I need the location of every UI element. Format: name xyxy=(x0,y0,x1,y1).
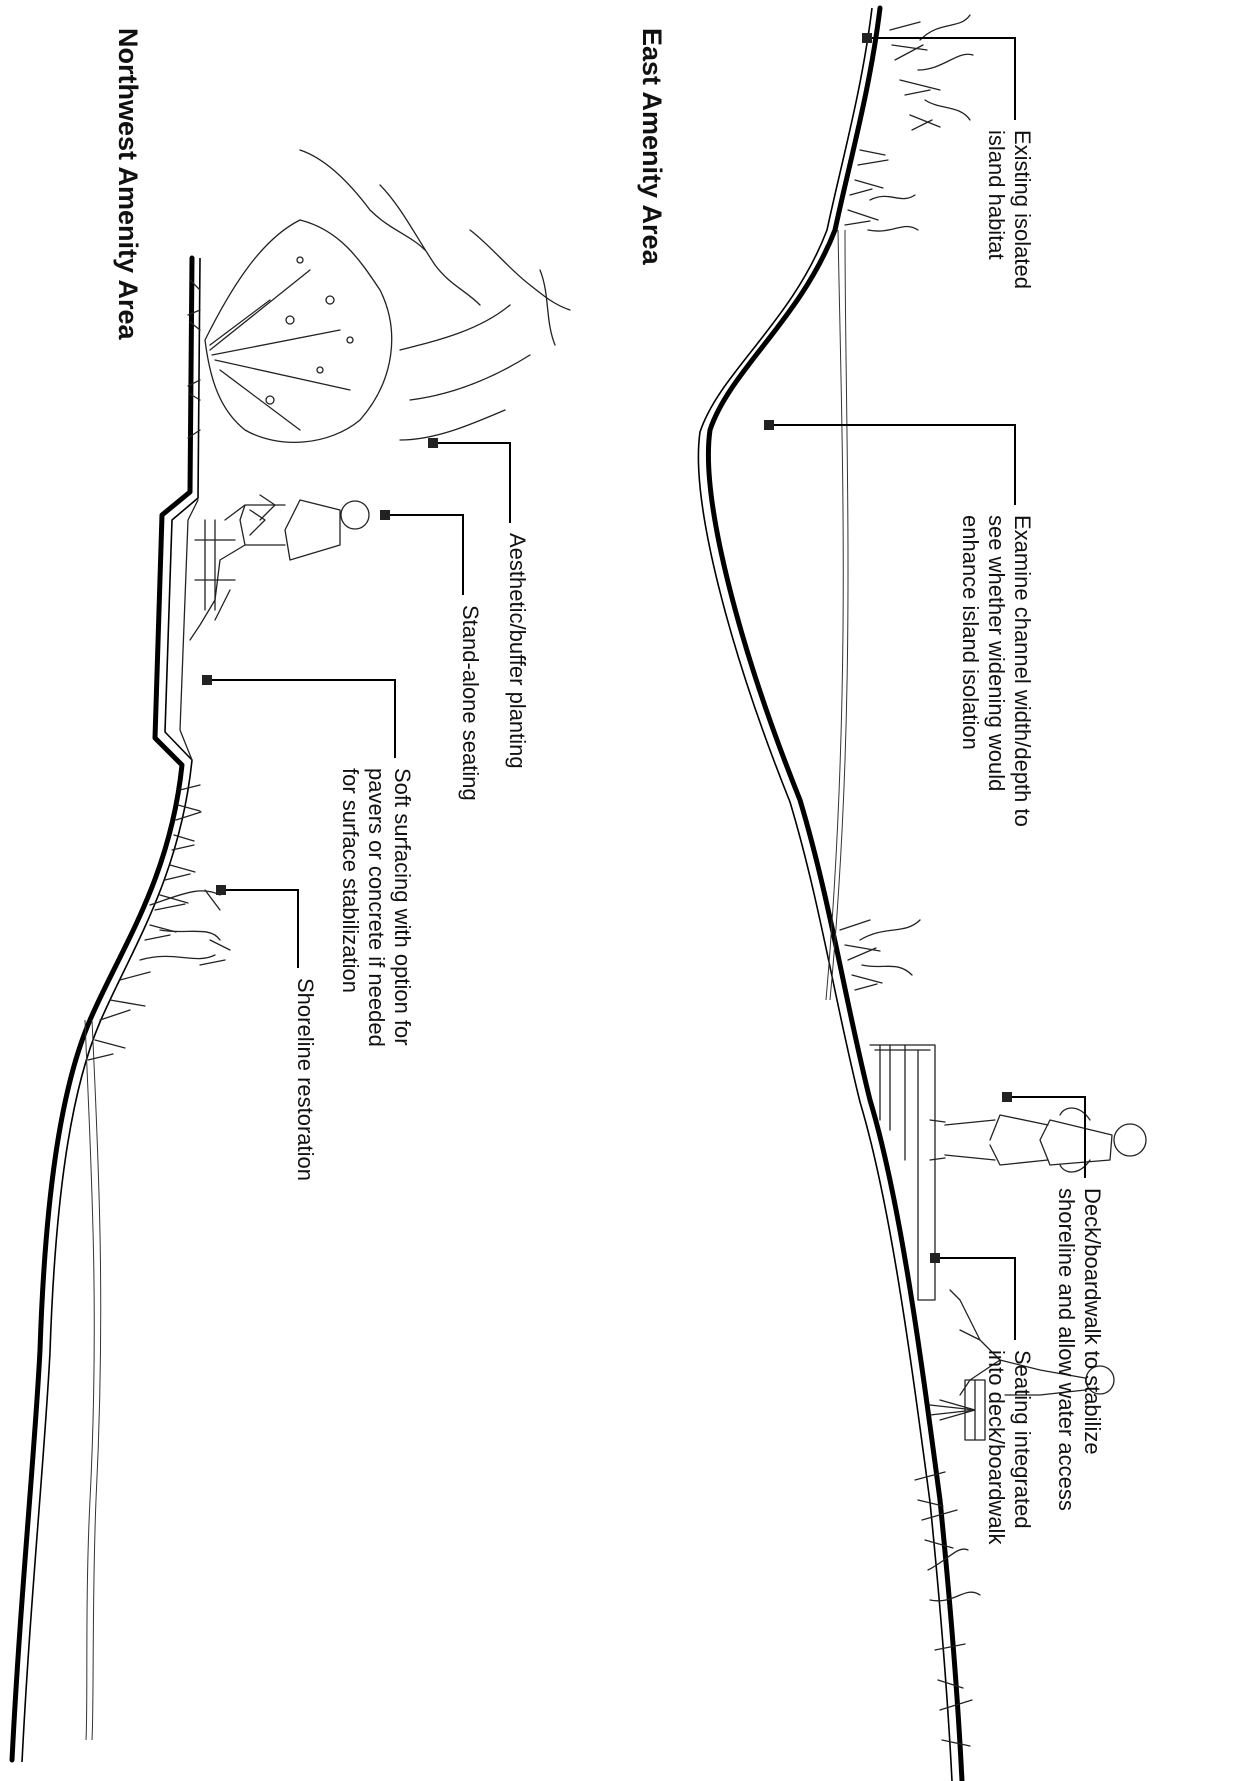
northwest-amenity-section: Aesthetic/buffer planting Stand-alone se… xyxy=(12,28,570,1762)
callout-text: into deck/boardwalk xyxy=(984,1350,1009,1545)
callout-text: Shoreline restoration xyxy=(293,978,318,1181)
section-title-northwest: Northwest Amenity Area xyxy=(113,28,143,341)
northwest-buffer-shrubs xyxy=(300,150,570,440)
northwest-seat-and-person xyxy=(190,495,369,640)
northwest-paving xyxy=(180,500,198,760)
section-title-east: East Amenity Area xyxy=(637,28,667,266)
east-island-grass xyxy=(845,15,973,231)
callout-text: enhance island isolation xyxy=(958,515,983,750)
east-water-line-2 xyxy=(826,230,843,1000)
callout-text: Soft surfacing with option for xyxy=(390,768,415,1046)
callout-text: Aesthetic/buffer planting xyxy=(505,533,530,769)
northwest-ground-line-inner xyxy=(22,258,200,1762)
northwest-water-line-2 xyxy=(92,1020,101,1740)
east-callout-deck-seating: Seating integrated into deck/boardwalk xyxy=(930,1253,1035,1545)
east-callout-channel-width: Examine channel width/depth to see wheth… xyxy=(764,420,1035,827)
callout-text: Seating integrated xyxy=(1010,1350,1035,1529)
east-water-line xyxy=(830,230,848,1000)
callout-text: shoreline and allow water access xyxy=(1054,1188,1079,1511)
east-ground-line xyxy=(708,8,962,1781)
callout-text: Stand-alone seating xyxy=(458,605,483,801)
northwest-tree xyxy=(188,220,392,442)
east-bank-grass xyxy=(840,920,920,990)
east-deck-seat xyxy=(930,1380,985,1440)
northwest-callout-shoreline-restoration: Shoreline restoration xyxy=(216,885,318,1181)
east-callout-island-habitat: Existing isolated island habitat xyxy=(862,33,1035,289)
callout-text: Deck/boardwalk to stabilize xyxy=(1080,1188,1105,1455)
northwest-ground-line xyxy=(12,258,192,1760)
east-amenity-section: Existing isolated island habitat Examine… xyxy=(637,8,1146,1781)
northwest-shoreline-grass xyxy=(88,785,230,1060)
callout-text: Examine channel width/depth to xyxy=(1010,515,1035,827)
callout-text: see whether widening would xyxy=(984,515,1009,791)
callout-text: for surface stabilization xyxy=(338,768,363,993)
callout-text: pavers or concrete if needed xyxy=(364,768,389,1047)
callout-text: Existing isolated xyxy=(1010,130,1035,289)
east-boardwalk xyxy=(870,1045,935,1300)
east-standing-person xyxy=(930,1108,1146,1172)
callout-text: island habitat xyxy=(984,130,1009,260)
